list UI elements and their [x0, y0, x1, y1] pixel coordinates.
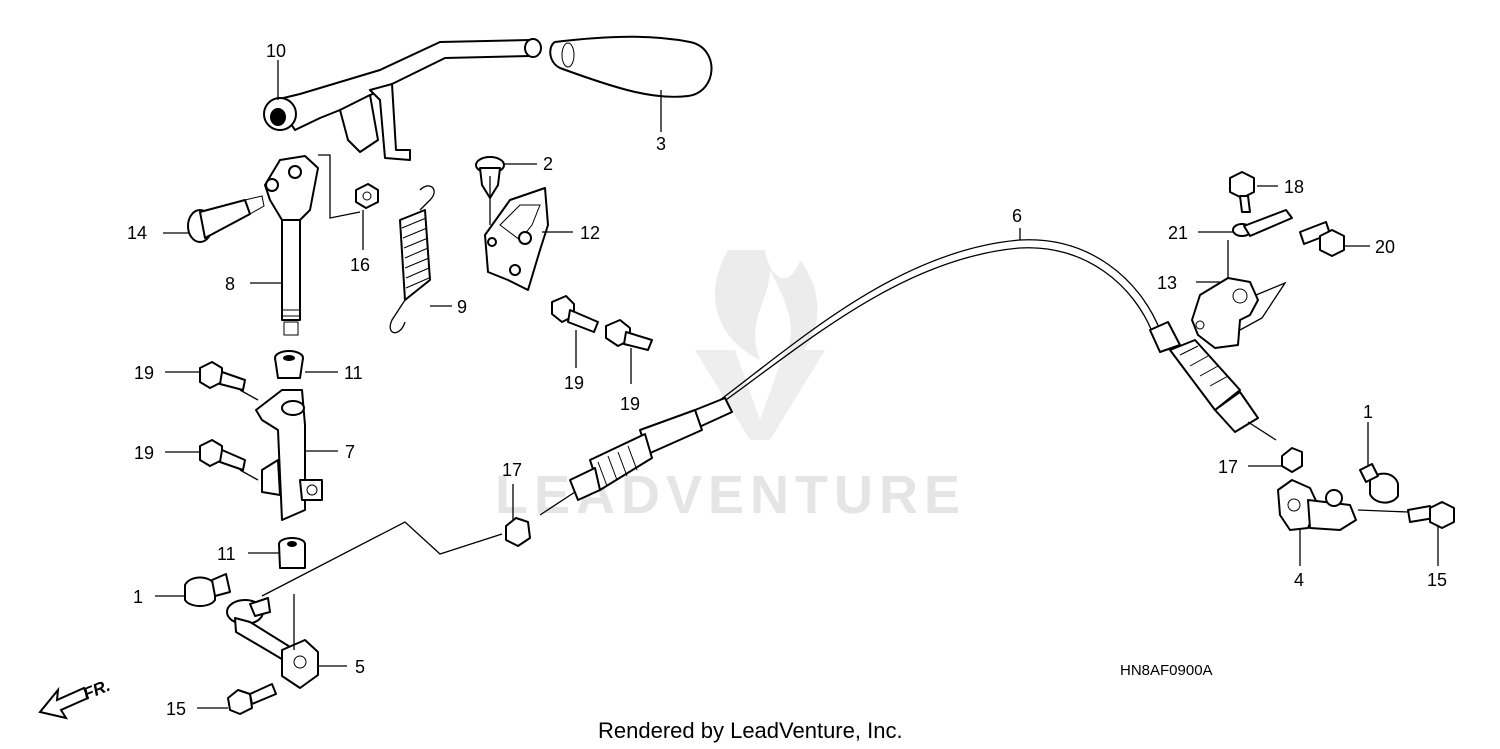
front-arrow-icon — [38, 686, 90, 720]
watermark: LEADVENTURE — [495, 250, 966, 525]
callout-14: 14 — [127, 223, 147, 243]
part-19-bolt-c — [551, 295, 599, 333]
callout-8: 8 — [225, 274, 235, 294]
callout-13: 13 — [1157, 273, 1177, 293]
part-17-nut-left — [505, 517, 531, 547]
callout-4: 4 — [1294, 570, 1304, 590]
part-21-clip — [1232, 209, 1293, 237]
part-14-bolt — [187, 195, 265, 243]
part-3-shift-knob — [549, 35, 713, 98]
callout-6: 6 — [1012, 206, 1022, 226]
callout-19-c: 19 — [564, 373, 584, 393]
leader-lines — [155, 60, 1439, 709]
part-18-bolt — [1229, 171, 1255, 213]
part-11-bushing-lower — [278, 537, 306, 569]
callout-19-b: 19 — [134, 443, 154, 463]
callout-9: 9 — [457, 297, 467, 317]
part-10-shift-lever — [263, 38, 542, 161]
part-1-pivot-left — [184, 573, 231, 607]
callout-19-a: 19 — [134, 363, 154, 383]
callout-labels: 10 3 2 12 14 16 8 9 11 19 19 7 11 1 5 15… — [127, 41, 1447, 719]
callout-11-upper: 11 — [344, 363, 363, 383]
callout-2: 2 — [543, 154, 553, 174]
part-7-shift-tube — [255, 389, 323, 521]
watermark-text: LEADVENTURE — [495, 465, 966, 525]
callout-15-left: 15 — [166, 699, 186, 719]
front-direction-indicator: FR. — [38, 676, 113, 720]
part-19-bolt-b — [199, 439, 246, 471]
callout-17-left: 17 — [502, 460, 522, 480]
callout-1-left: 1 — [133, 587, 143, 607]
part-19-bolt-d — [605, 319, 653, 351]
part-11-bushing-upper — [274, 350, 304, 379]
callout-20: 20 — [1375, 237, 1395, 257]
callout-1-right: 1 — [1363, 402, 1373, 422]
part-13-bracket — [1191, 277, 1259, 349]
part-12-gate-plate — [484, 187, 549, 291]
part-16-nut — [355, 183, 379, 209]
part-8-shift-shaft — [264, 155, 319, 336]
callout-10: 10 — [266, 41, 286, 61]
callout-19-d: 19 — [620, 394, 640, 414]
part-9-spring — [389, 185, 435, 334]
diagram-code: HN8AF0900A — [1120, 662, 1213, 679]
part-5-lever-arm — [226, 597, 319, 689]
callout-21: 21 — [1168, 223, 1188, 243]
part-15-bolt-left — [227, 683, 277, 715]
callout-11-lower: 11 — [217, 544, 236, 564]
part-19-bolt-a — [199, 361, 246, 391]
part-4-cable-joint — [1277, 479, 1357, 531]
callout-17-right: 17 — [1218, 457, 1238, 477]
part-15-bolt-right — [1407, 501, 1455, 529]
callout-3: 3 — [656, 134, 666, 154]
callout-12: 12 — [580, 223, 600, 243]
footer-credit: Rendered by LeadVenture, Inc. — [598, 718, 903, 743]
front-label: FR. — [80, 676, 113, 704]
callout-18: 18 — [1284, 177, 1304, 197]
part-1-pivot-right — [1359, 463, 1399, 504]
callout-5: 5 — [355, 657, 365, 677]
callout-15-right: 15 — [1427, 570, 1447, 590]
callout-7: 7 — [345, 442, 355, 462]
part-20-bolt — [1299, 221, 1345, 257]
part-6-shift-cable — [539, 239, 1277, 516]
callout-16: 16 — [350, 255, 370, 275]
part-17-nut-right — [1281, 447, 1303, 473]
